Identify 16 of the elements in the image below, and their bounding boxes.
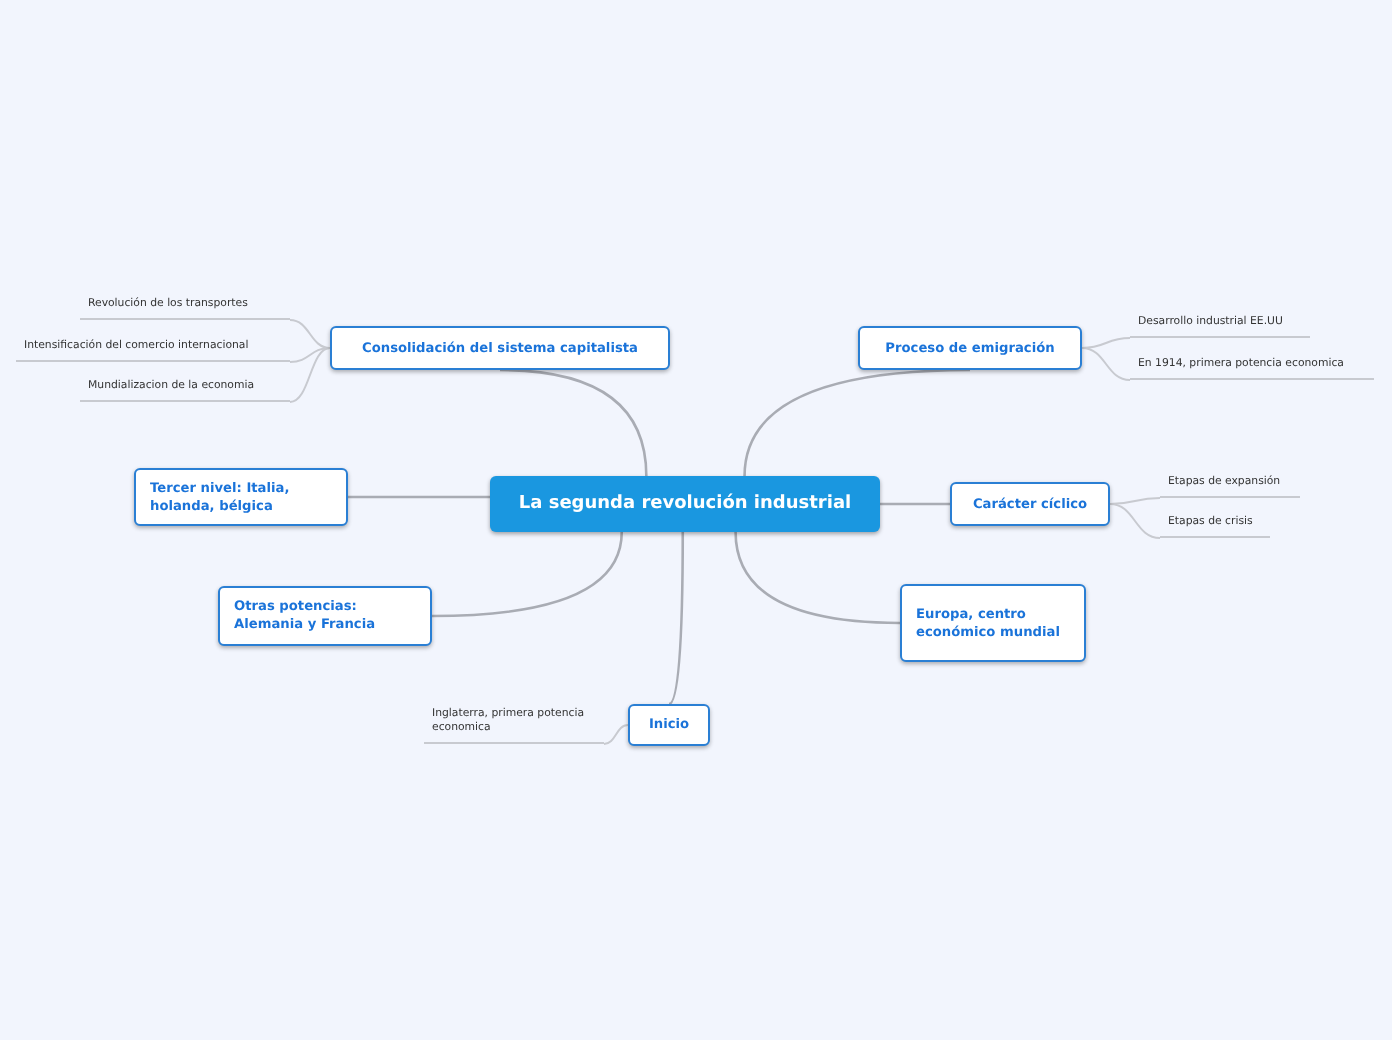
connector-line xyxy=(348,495,490,499)
connector-line xyxy=(1109,503,1161,539)
connector-line xyxy=(499,368,648,477)
connector-line xyxy=(289,319,331,349)
connector-line xyxy=(289,347,331,363)
connector-line xyxy=(431,531,624,618)
connector-line xyxy=(1081,337,1131,349)
central-topic-box: La segunda revolución industrial xyxy=(490,476,880,532)
connector-line xyxy=(603,724,629,745)
connector-line xyxy=(289,347,331,403)
connector-line xyxy=(1081,347,1131,381)
connector-line xyxy=(743,368,971,477)
connector-line xyxy=(668,532,685,706)
connector-line xyxy=(734,531,901,625)
connector-line xyxy=(880,502,950,506)
connector-line xyxy=(1109,497,1161,505)
